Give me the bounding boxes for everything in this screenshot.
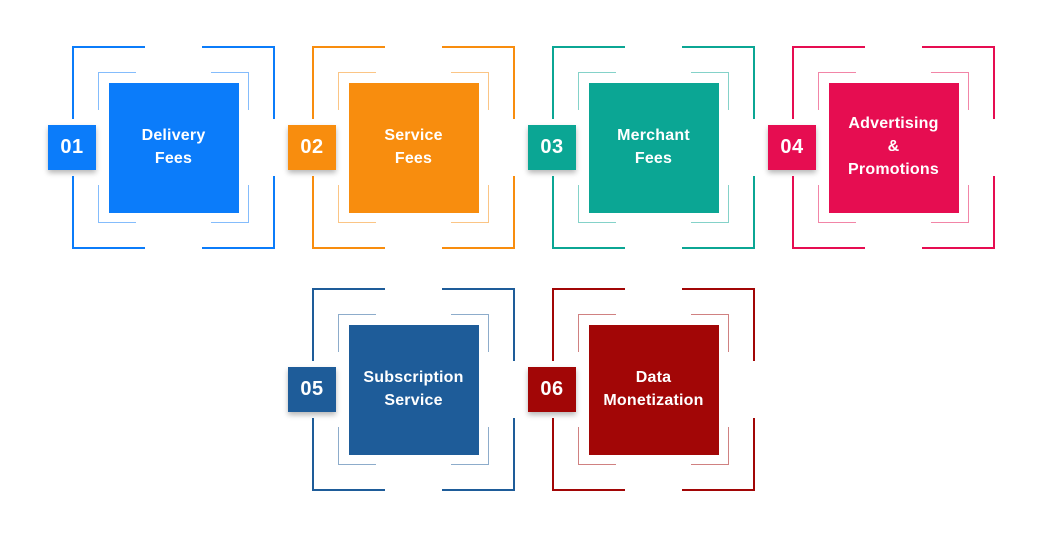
item-number-badge: 03 — [528, 125, 576, 170]
item-number-badge: 06 — [528, 367, 576, 412]
item-number-badge: 04 — [768, 125, 816, 170]
item-label: Merchant Fees — [617, 126, 690, 167]
item-card: Data Monetization — [588, 324, 719, 455]
item-label: Subscription Service — [363, 368, 464, 409]
item-number-badge: 05 — [288, 367, 336, 412]
diagram-item-data-monetization: Data Monetization 06 — [528, 288, 755, 491]
item-label: Advertising & Promotions — [848, 115, 939, 178]
diagram-item-merchant-fees: Merchant Fees 03 — [528, 46, 755, 249]
item-label: Data Monetization — [603, 368, 704, 409]
item-card: Service Fees — [348, 82, 479, 213]
diagram-item-advertising-promotions: Advertising & Promotions 04 — [768, 46, 995, 249]
diagram-item-service-fees: Service Fees 02 — [288, 46, 515, 249]
item-card: Subscription Service — [348, 324, 479, 455]
item-card: Merchant Fees — [588, 82, 719, 213]
item-label: Delivery Fees — [141, 126, 206, 167]
item-number-badge: 01 — [48, 125, 96, 170]
diagram-item-delivery-fees: Delivery Fees 01 — [48, 46, 275, 249]
item-label: Service Fees — [384, 126, 443, 167]
item-card: Advertising & Promotions — [828, 82, 959, 213]
item-card: Delivery Fees — [108, 82, 239, 213]
item-number-badge: 02 — [288, 125, 336, 170]
diagram-item-subscription-service: Subscription Service 05 — [288, 288, 515, 491]
